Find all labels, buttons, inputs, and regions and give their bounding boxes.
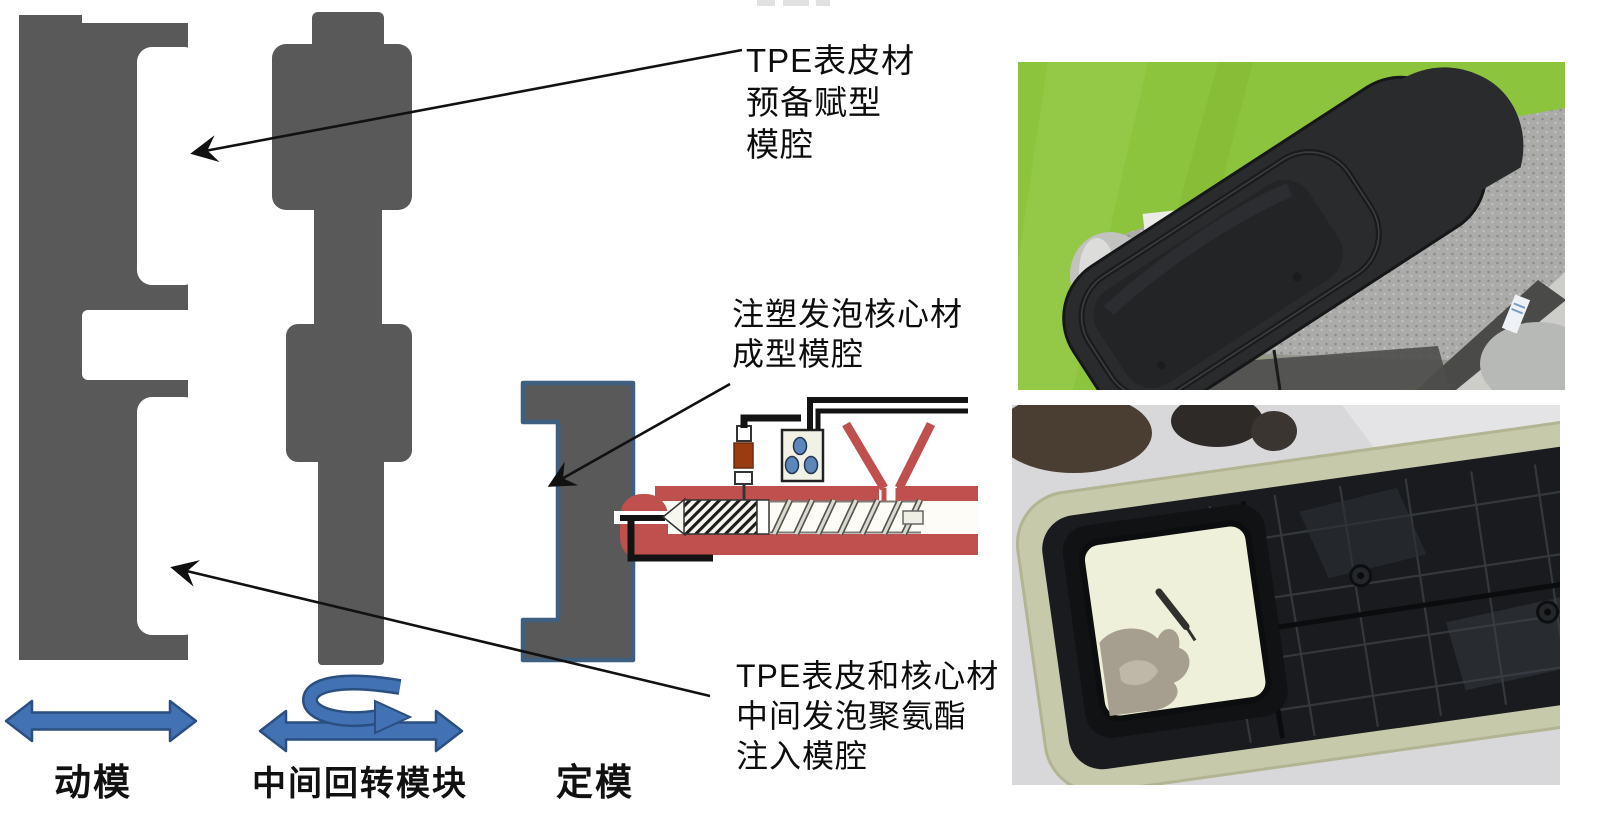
molding-process-diagram (4, 0, 978, 753)
callout-line: TPE表皮和核心材 (736, 658, 1000, 694)
callout-line: 预备赋型 (746, 84, 882, 121)
armrest-part (1062, 67, 1524, 390)
callout-line: 中间发泡聚氨酯 (736, 698, 968, 734)
blurred-object (1251, 411, 1297, 451)
screw-shaft-end (902, 510, 924, 525)
nozzle-bracket (627, 521, 713, 562)
melt-section (683, 499, 758, 535)
screw-tip-ring (756, 499, 770, 535)
bolt-hole (1544, 608, 1552, 616)
injection-unit (614, 397, 978, 562)
curved-rotation-arrow-icon (301, 674, 413, 735)
machinery-dark-band (1416, 280, 1565, 390)
movable-mold-shape (19, 15, 199, 660)
motion-arrows (4, 674, 464, 753)
callout-line: 模腔 (746, 126, 814, 163)
cropped-text-artifact (757, 0, 830, 6)
callout-line: 成型模腔 (732, 336, 865, 372)
armrest-mounting-wing (1382, 67, 1524, 207)
sprue-pin-tip (1184, 625, 1197, 642)
callout-pu-injection-cavity: TPE表皮和核心材 中间发泡聚氨酯 注入模腔 (736, 656, 999, 776)
blurred-object (1012, 405, 1152, 473)
blowing-agent-box (780, 428, 825, 483)
pellet-icon (784, 455, 800, 475)
tray-dimple (1292, 272, 1302, 282)
screw-flights (769, 498, 923, 536)
label-movable-mold: 动模 (54, 762, 132, 803)
double-headed-arrow-icon (4, 699, 198, 743)
nozzle-tip (620, 515, 665, 521)
thin-arrow-icon (547, 382, 731, 487)
sprue-pin (1155, 588, 1190, 631)
sprue-bushing (620, 494, 668, 560)
callout-arrows (170, 48, 743, 698)
pellet-icon (792, 436, 808, 456)
photo-part-backside-foam (1012, 405, 1560, 785)
barrel-bottom-wall (655, 534, 978, 555)
supply-lines (807, 397, 968, 430)
thin-arrow-icon (170, 560, 711, 698)
machinery-cylinder (1480, 322, 1565, 390)
molded-part (1015, 420, 1560, 785)
injector-supply-line (740, 414, 801, 428)
thin-arrow-icon (190, 48, 743, 163)
cable (1272, 349, 1282, 390)
pellet-icon (803, 455, 819, 475)
label-sticker (1501, 294, 1531, 334)
callout-core-molding-cavity: 注塑发泡核心材 成型模腔 (732, 294, 963, 374)
callout-line: 注入模腔 (736, 738, 869, 774)
core-sheen (1299, 487, 1427, 579)
callout-line: TPE表皮材 (746, 42, 916, 79)
fixed-mold-shape (520, 380, 636, 663)
label-fixed-mold: 定模 (556, 762, 634, 803)
foam-residue-highlight (1119, 660, 1158, 686)
callout-line: 注塑发泡核心材 (732, 296, 964, 332)
gas-injector (733, 425, 754, 500)
sticker-text-line (1513, 302, 1526, 309)
photo-finished-armrest (1018, 62, 1565, 390)
sticker-text-line (1511, 308, 1524, 315)
hopper-funnel (842, 421, 936, 501)
barrel-top-wall (655, 486, 879, 501)
armrest-recessed-tray (1093, 180, 1343, 389)
tray-highlight (1103, 183, 1293, 315)
label-rotary-mold: 中间回转模块 (252, 765, 468, 803)
callout-tpe-preform-cavity: TPE表皮材 预备赋型 模腔 (746, 40, 915, 166)
barrel-top-wall-right (897, 486, 978, 501)
bolt-hole (1357, 572, 1365, 580)
blurred-object (1171, 405, 1263, 447)
wall-highlight (1018, 62, 1148, 390)
machinery-under-armrest (1203, 346, 1450, 390)
double-headed-arrow-icon (258, 709, 464, 753)
tray-dimple (1157, 361, 1166, 370)
rotary-mold-shape (272, 12, 412, 665)
